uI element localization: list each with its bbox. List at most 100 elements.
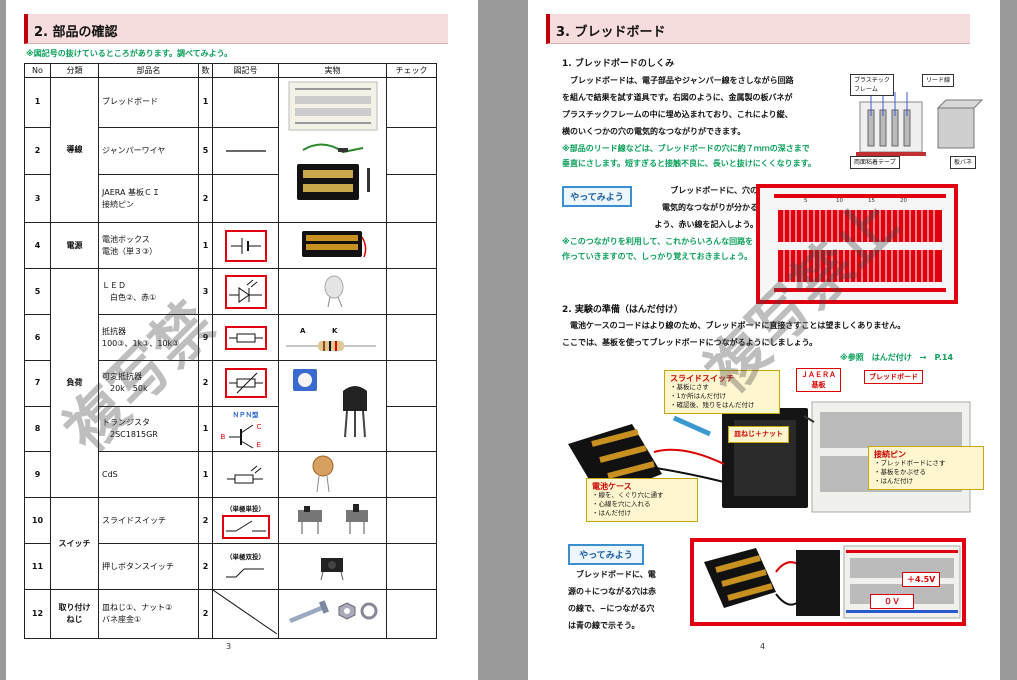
row-no: 12 (24, 589, 51, 639)
part-qty: 3 (198, 268, 213, 315)
reference-note: ※参照 はんだ付け → P.14 (840, 353, 954, 362)
note-line: 垂直にさします。短すぎると接触不良に、長いと抜けにくくなります。 (562, 159, 816, 168)
connection-note: ※このつながりを利用して、これからいろんな回路を 作っていきますので、しっかり覚… (562, 234, 753, 264)
spdt-label: （単極双投） (226, 552, 265, 561)
header-part-name: 部品名 (98, 63, 199, 78)
callout-title: スライドスイッチ (670, 374, 734, 383)
symbol-cell (212, 589, 279, 639)
spring-label: 板バネ (950, 156, 977, 169)
para-line: よう、赤い線を記入しよう。 (654, 220, 758, 229)
page-number: 4 (760, 642, 766, 651)
table-row: 8 トランジスタ 2SC1815GR 1 ＮＰＮ型 C B E (24, 405, 437, 452)
spst-switch-symbol (221, 514, 270, 539)
part-name: 抵抗器 100③、1k③、10k③ (98, 314, 199, 361)
part-name: 皿ねじ①、ナット② バネ座金① (98, 589, 199, 639)
plastic-frame-label: プラスチック フレーム (850, 74, 894, 96)
header-check: チェック (386, 63, 437, 78)
table-row: 9 CdS 1 (24, 451, 437, 498)
row-no: 9 (24, 451, 51, 498)
section-title-parts: 2. 部品の確認 (24, 14, 448, 44)
para-line: ブレッドボードに、穴の (670, 186, 758, 195)
part-qty: 2 (198, 543, 213, 590)
part-qty: 2 (198, 360, 213, 407)
table-row: 3 JAERA 基板ＣＩ 接続ピン 2 (24, 174, 437, 223)
table-row: 7 可変抵抗器 20k 50k 2 (24, 360, 437, 452)
table-header-row: No 分類 部品名 数 図記号 実物 チェック (24, 63, 437, 78)
check-cell[interactable] (386, 174, 437, 223)
part-name: CdS (98, 451, 199, 498)
screw-nut-washer-photo (288, 600, 377, 623)
symbol-cell (212, 268, 279, 315)
try1-paragraph: ブレッドボードに、穴の 電気的なつながりが分かる よう、赤い線を記入しよう。 (618, 182, 758, 233)
check-cell[interactable] (386, 126, 437, 176)
breadboard-structure-diagram: プラスチック フレーム リード線 両面粘着テープ 板バネ (846, 72, 992, 169)
check-cell[interactable] (386, 451, 437, 498)
row-no: 7 (24, 360, 51, 407)
slide-switch-callout: スライドスイッチ ・基板にさす ・1か所はんだ付け ・確認後、残りをはんだ付け (664, 370, 780, 414)
plus-voltage-label: ＋4.5V (902, 572, 941, 587)
check-cell[interactable] (386, 222, 437, 269)
check-cell[interactable] (386, 543, 437, 590)
table-row: 10 スイッチ スライドスイッチ 2 （単極単投） (24, 497, 437, 590)
tape-label: 両面粘着テープ (850, 156, 900, 169)
check-cell[interactable] (386, 77, 437, 128)
check-cell[interactable] (386, 497, 437, 544)
header-qty: 数 (198, 63, 213, 78)
table-row: 4 電源 電池ボックス 電池（単３③） 1 (24, 222, 437, 269)
para-line: 横のいくつかの穴の電気的なつながりができます。 (562, 127, 746, 136)
callout-item: ・線を、くぐり穴に通す (592, 491, 664, 499)
photo-cell: A K (278, 314, 387, 361)
category-switch: スイッチ (50, 497, 99, 590)
table-row: 1 導線 ブレッドボード 1 (24, 77, 437, 223)
symbol-cell (212, 451, 279, 498)
breadboard-label: ブレッドボード (864, 370, 923, 384)
part-qty: 1 (198, 405, 213, 452)
photo-cell (278, 77, 387, 223)
symbol-cell: （単極単投） (212, 497, 279, 544)
photo-cell (278, 589, 387, 639)
check-cell[interactable] (386, 268, 437, 315)
resistor-photo (286, 340, 376, 351)
header-symbol: 図記号 (212, 63, 279, 78)
slide-switch-photo (297, 503, 368, 534)
row-no: 6 (24, 314, 51, 361)
breadboard-exercise-frame: 5 10 15 20 (756, 184, 958, 304)
para-line: 電池ケースのコードはより線のため、ブレッドボードに直接さすことは望ましくありませ… (562, 321, 906, 330)
symbol-cell: （単極双投） (212, 543, 279, 590)
part-name: ジャンパーワイヤ (98, 126, 199, 176)
para-line: プラスチックフレームの中に埋め込まれており、これにより縦、 (562, 110, 793, 119)
callout-title: 電池ケース (592, 482, 632, 491)
callout-item: ・基板をかぶせる (874, 468, 926, 476)
symbol-cell (212, 314, 279, 361)
breadboard-wire-pcb-photo (288, 81, 377, 200)
try-it-badge-2: やってみよう (568, 544, 644, 565)
note-line: 作っていきますので、しっかり覚えておきましょう。 (562, 252, 753, 261)
connection-pin-callout: 接続ピン ・ブレッドボードにさす ・基板をかぶせる ・はんだ付け (868, 446, 984, 490)
part-qty: 2 (198, 174, 213, 223)
part-name: 押しボタンスイッチ (98, 543, 199, 590)
check-cell[interactable] (386, 360, 437, 407)
right-page: 3. ブレッドボード 1. ブレッドボードのしくみ ブレッドボードは、電子部品や… (528, 0, 1000, 680)
check-cell[interactable] (386, 405, 437, 452)
para-line: 電気的なつながりが分かる (662, 203, 758, 212)
check-cell[interactable] (386, 314, 437, 361)
row-no: 2 (24, 126, 51, 176)
check-cell[interactable] (386, 589, 437, 639)
page-number: 3 (226, 642, 232, 651)
battery-box-photo (301, 230, 366, 257)
column-number: 5 (804, 198, 808, 204)
subheading-preparation: 2. 実験の準備（はんだ付け） (562, 305, 683, 315)
variable-resistor-symbol (224, 368, 267, 399)
wire-symbol (225, 150, 266, 152)
table-row: 12 取り付け ねじ 皿ねじ①、ナット② バネ座金① 2 (24, 589, 437, 639)
led-anode-label: A (300, 326, 306, 335)
preparation-paragraph: 電池ケースのコードはより線のため、ブレッドボードに直接さすことは望ましくありませ… (562, 317, 992, 351)
table-row: 11 押しボタンスイッチ 2 （単極双投） (24, 543, 437, 590)
category-wire: 導線 (50, 77, 99, 223)
photo-cell (278, 497, 387, 544)
row-no: 4 (24, 222, 51, 269)
part-name: 電池ボックス 電池（単３③） (98, 222, 199, 269)
led-symbol (224, 274, 267, 309)
category-load: 負荷 (50, 268, 99, 498)
para-line: の線で、−につながる穴 (568, 604, 655, 613)
